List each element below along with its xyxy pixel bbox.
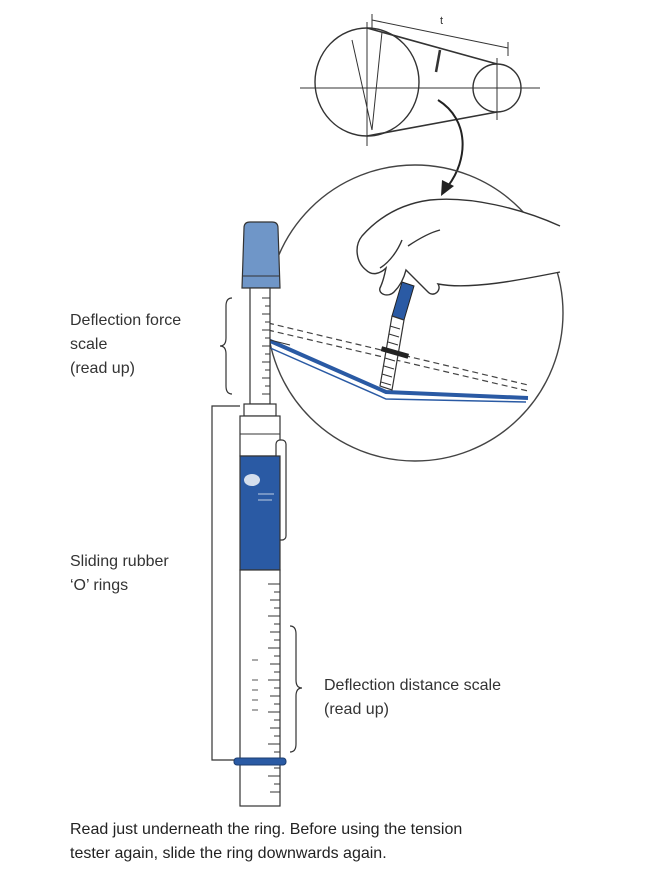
- deflection-distance-label-line2: (read up): [324, 701, 389, 718]
- belt-original-position-dashed: [267, 329, 529, 392]
- belt-top-span: [366, 27, 498, 65]
- force-scale-ticks: [262, 297, 270, 395]
- magnify-arrow: [437, 99, 464, 187]
- deflection-distance-label: Deflection distance scale (read up): [324, 674, 501, 722]
- deflection-force-label: Deflection force scale (read up): [70, 309, 181, 381]
- tester-body-blue: [239, 455, 281, 571]
- hand-finger-line: [379, 239, 403, 269]
- magnified-tester: [379, 281, 415, 391]
- span-dimension-line: [371, 19, 509, 49]
- pulley-v-groove-line: [351, 39, 373, 131]
- span-dimension-symbol: t: [440, 15, 443, 27]
- deflection-force-label-line3: (read up): [70, 360, 135, 377]
- deflection-force-label-line1: Deflection force: [70, 312, 182, 329]
- tester-collar: [243, 403, 277, 417]
- pulley-drive-schematic: [300, 14, 540, 146]
- tester-logo: [244, 474, 260, 486]
- instruction-caption-line1: Read just underneath the ring. Before us…: [70, 821, 463, 838]
- pulley-v-groove-line: [371, 31, 383, 131]
- tension-tester: [233, 221, 287, 807]
- belt-deflected-edge: [267, 346, 527, 403]
- sliding-rings-label-line2: ‘O’ rings: [70, 577, 129, 594]
- belt-bottom-span: [366, 111, 498, 137]
- instruction-caption-line2: tester again, slide the ring downwards a…: [70, 845, 387, 862]
- deflection-force-label-line2: scale: [70, 336, 108, 353]
- deflection-distance-label-line1: Deflection distance scale: [324, 677, 501, 694]
- sliding-rings-label: Sliding rubber ‘O’ rings: [70, 550, 169, 598]
- tester-brand-lines: [258, 493, 274, 501]
- sliding-rings-bracket: [211, 405, 240, 761]
- hand-outline: [356, 198, 561, 296]
- instruction-caption: Read just underneath the ring. Before us…: [70, 818, 462, 866]
- arrow-head-icon: [441, 180, 454, 196]
- hand-finger-line: [407, 229, 441, 247]
- tester-lower-tube: [239, 569, 281, 807]
- tube-fine-markings: [252, 659, 258, 711]
- belt-deflected: [267, 338, 529, 400]
- hand-illustration: [356, 198, 561, 296]
- deflection-marker: [434, 49, 442, 73]
- sliding-o-ring: [233, 757, 287, 766]
- tester-body-top: [239, 415, 281, 457]
- distance-scale-ticks: [268, 583, 280, 793]
- distance-scale-brace: [289, 625, 303, 753]
- tester-cap: [241, 221, 281, 289]
- sliding-rings-label-line1: Sliding rubber: [70, 553, 169, 570]
- magnified-o-ring: [380, 346, 410, 359]
- force-scale-brace: [219, 297, 233, 395]
- tester-to-circle-line: [269, 339, 291, 346]
